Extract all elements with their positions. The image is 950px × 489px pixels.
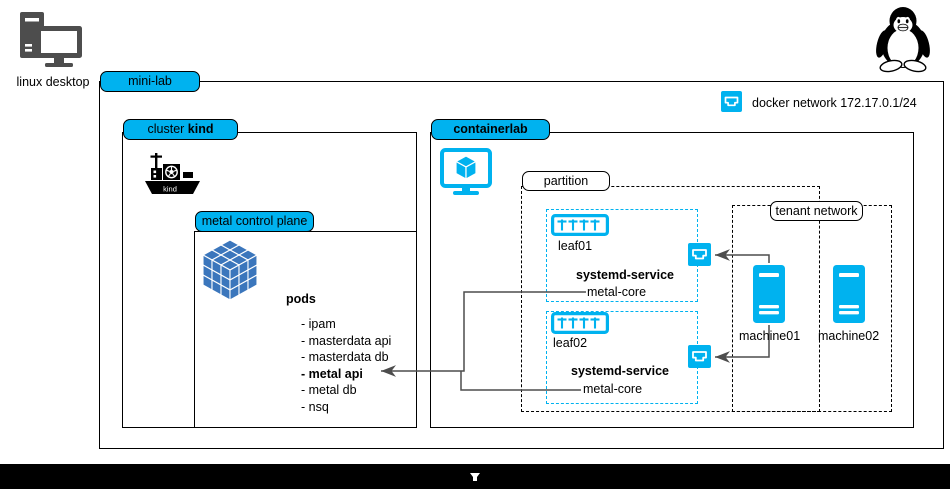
leaf02-service-name: metal-core xyxy=(583,381,642,397)
partition-label-text: partition xyxy=(543,173,589,188)
pod-item: - metal db xyxy=(301,383,357,398)
kind-ship-logo: kind xyxy=(143,152,209,200)
leaf01-network-port-icon xyxy=(688,243,711,266)
machine01-server-icon xyxy=(753,265,785,323)
leaf02-name: leaf02 xyxy=(553,335,587,351)
docker-network-label-text: docker network 172.17.0.1/24 xyxy=(752,96,917,110)
pods-title-text: pods xyxy=(286,292,316,306)
kind-logo-text: kind xyxy=(163,185,177,194)
chevron-down-icon[interactable] xyxy=(0,464,950,489)
machine02-name-text: machine02 xyxy=(818,329,880,343)
metal-control-plane-label-text: metal control plane xyxy=(201,214,308,229)
linux-desktop-label: linux desktop xyxy=(8,74,98,90)
leaf02-name-text: leaf02 xyxy=(553,336,588,350)
docker-network-port-icon xyxy=(721,91,742,112)
leaf02-network-switch-icon xyxy=(551,312,609,334)
minilab-label-text: mini-lab xyxy=(128,74,172,89)
tenant-network-label[interactable]: tenant network xyxy=(770,201,863,221)
pod-item: - ipam xyxy=(301,317,336,331)
machine01-name-text: machine01 xyxy=(739,329,801,343)
pod-item: - masterdata db xyxy=(301,350,389,365)
minilab-frame xyxy=(99,81,944,449)
kubernetes-cube-icon xyxy=(200,238,260,301)
leaf02-service-title-text: systemd-service xyxy=(571,364,669,378)
partition-label[interactable]: partition xyxy=(522,171,610,191)
metal-control-plane-label[interactable]: metal control plane xyxy=(195,211,314,232)
leaf01-name-text: leaf01 xyxy=(558,239,593,253)
cluster-label-prefix: cluster xyxy=(147,122,188,137)
cluster-kind-label[interactable]: cluster kind xyxy=(123,119,238,140)
containerlab-label[interactable]: containerlab xyxy=(431,119,550,140)
leaf01-service-name-text: metal-core xyxy=(587,285,647,299)
containerlab-monitor-cube-icon xyxy=(440,148,492,200)
pod-item: - nsq xyxy=(301,399,329,414)
containerlab-label-text: containerlab xyxy=(453,122,528,137)
linux-desktop-label-text: linux desktop xyxy=(16,75,90,89)
bottom-bar xyxy=(0,464,950,489)
machine01-name: machine01 xyxy=(739,328,800,344)
linux-tux-penguin-logo xyxy=(872,6,934,73)
containerlab-frame xyxy=(430,132,914,428)
linux-desktop-icon xyxy=(16,8,86,70)
leaf02-service-title: systemd-service xyxy=(571,363,669,379)
minilab-label[interactable]: mini-lab xyxy=(100,71,200,92)
pods-title: pods xyxy=(286,291,316,307)
machine02-server-icon xyxy=(833,265,865,323)
leaf01-network-switch-icon xyxy=(551,214,609,236)
leaf02-service-name-text: metal-core xyxy=(583,382,643,396)
leaf01-service-title: systemd-service xyxy=(576,267,674,283)
cluster-kind-label-text: cluster kind xyxy=(148,123,214,136)
pods-list: - ipam- masterdata api- masterdata db- m… xyxy=(301,316,391,416)
leaf01-service-title-text: systemd-service xyxy=(576,268,674,282)
leaf02-network-port-icon xyxy=(688,345,711,368)
leaf01-service-name: metal-core xyxy=(587,284,646,300)
pod-item: - metal api xyxy=(301,366,363,381)
machine02-name: machine02 xyxy=(818,328,879,344)
pod-item: - masterdata api xyxy=(301,333,392,348)
docker-network-label: docker network 172.17.0.1/24 xyxy=(752,95,917,111)
cluster-label-strong: kind xyxy=(187,122,214,137)
leaf01-name: leaf01 xyxy=(558,238,592,254)
tenant-network-label-text: tenant network xyxy=(775,203,858,218)
